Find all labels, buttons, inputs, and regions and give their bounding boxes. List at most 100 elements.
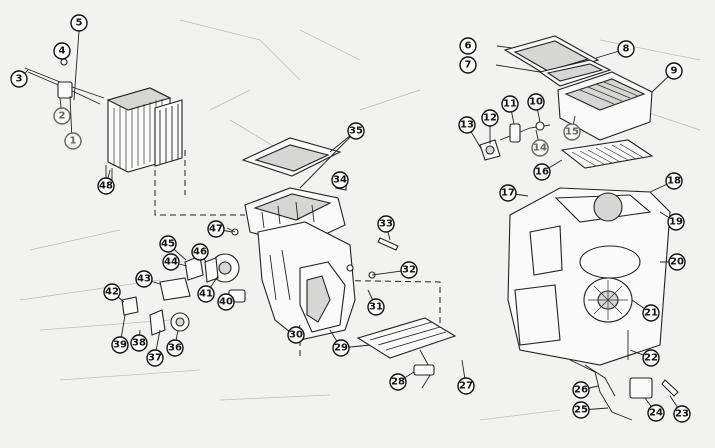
callout-15-label: 15	[565, 127, 579, 138]
callout-1-label: 1	[70, 136, 77, 147]
callout-9-label: 9	[671, 66, 678, 77]
callout-2: 2	[53, 107, 71, 125]
callout-14-label: 14	[533, 143, 547, 154]
callout-25-label: 25	[574, 405, 588, 416]
callout-48-label: 48	[99, 181, 113, 192]
callout-48: 48	[97, 177, 115, 195]
callout-29-label: 29	[334, 343, 348, 354]
filter-door-seals	[503, 35, 612, 87]
callout-28-label: 28	[391, 377, 405, 388]
callout-37: 37	[146, 349, 164, 367]
callout-21-label: 21	[644, 308, 658, 319]
callouts: 1 2 3 4 5 6 7 8 9 10 11 12 13 14 15 16 1…	[10, 14, 691, 423]
callout-16-label: 16	[535, 167, 549, 178]
callout-24: 24	[647, 404, 665, 422]
callout-13: 13	[458, 116, 476, 134]
callout-5: 5	[70, 14, 88, 32]
callout-34: 34	[331, 171, 349, 189]
callout-35: 35	[347, 122, 365, 140]
callout-33: 33	[377, 215, 395, 233]
callout-45: 45	[159, 235, 177, 253]
callout-12: 12	[481, 109, 499, 127]
callout-10: 10	[527, 93, 545, 111]
callout-11: 11	[501, 95, 519, 113]
callout-23-label: 23	[675, 409, 689, 420]
callout-2-label: 2	[59, 111, 66, 122]
callout-15: 15	[563, 123, 581, 141]
callout-20: 20	[668, 253, 686, 271]
callout-22: 22	[642, 349, 660, 367]
callout-43: 43	[135, 270, 153, 288]
callout-33-label: 33	[379, 219, 393, 230]
callout-42: 42	[103, 283, 121, 301]
callout-44: 44	[162, 253, 180, 271]
callout-41: 41	[197, 285, 215, 303]
main-housing	[257, 221, 356, 341]
callout-37-label: 37	[148, 353, 162, 364]
callout-3: 3	[10, 70, 28, 88]
callout-27: 27	[457, 377, 475, 395]
blend-door-actuators	[121, 253, 246, 336]
callout-30-label: 30	[289, 330, 303, 341]
callout-44-label: 44	[164, 257, 178, 268]
background-ghost-lines	[19, 19, 701, 421]
heater-core	[105, 87, 183, 184]
callout-39: 39	[111, 336, 129, 354]
callout-19-label: 19	[669, 217, 683, 228]
callout-45-label: 45	[161, 239, 175, 250]
callout-26-label: 26	[574, 385, 588, 396]
callout-17: 17	[499, 184, 517, 202]
callout-28: 28	[389, 373, 407, 391]
callout-36: 36	[166, 339, 184, 357]
callout-22-label: 22	[644, 353, 658, 364]
callout-39-label: 39	[113, 340, 127, 351]
callout-38: 38	[130, 334, 148, 352]
callout-11-label: 11	[503, 99, 517, 110]
callout-43-label: 43	[137, 274, 151, 285]
callout-21: 21	[642, 304, 660, 322]
callout-7: 7	[459, 56, 477, 74]
callout-3-label: 3	[16, 74, 23, 85]
callout-16: 16	[533, 163, 551, 181]
callout-31-label: 31	[369, 302, 383, 313]
callout-18-label: 18	[667, 176, 681, 187]
callout-40: 40	[217, 293, 235, 311]
callout-31: 31	[367, 298, 385, 316]
callout-4: 4	[53, 42, 71, 60]
callout-23: 23	[673, 405, 691, 423]
cabin-filter-16	[560, 139, 654, 169]
callout-47: 47	[207, 220, 225, 238]
callout-42-label: 42	[105, 287, 119, 298]
callout-46-label: 46	[193, 247, 207, 258]
callout-6-label: 6	[465, 41, 472, 52]
expansion-valve-lines	[24, 58, 105, 105]
callout-32: 32	[400, 261, 418, 279]
callout-19: 19	[667, 213, 685, 231]
callout-38-label: 38	[132, 338, 146, 349]
callout-34-label: 34	[333, 175, 347, 186]
blower-housing	[507, 187, 671, 366]
callout-26: 26	[572, 381, 590, 399]
callout-35-label: 35	[349, 126, 363, 137]
callout-17-label: 17	[501, 188, 515, 199]
callout-7-label: 7	[465, 60, 472, 71]
callout-4-label: 4	[59, 46, 66, 57]
callout-29: 29	[332, 339, 350, 357]
callout-18: 18	[665, 172, 683, 190]
callout-1: 1	[64, 132, 82, 150]
callout-14: 14	[531, 139, 549, 157]
callout-30: 30	[287, 326, 305, 344]
callout-32-label: 32	[402, 265, 416, 276]
callout-24-label: 24	[649, 408, 663, 419]
evaporator-28	[356, 317, 457, 389]
callout-27-label: 27	[459, 381, 473, 392]
callout-8-label: 8	[623, 44, 630, 55]
callout-25: 25	[572, 401, 590, 419]
callout-12-label: 12	[483, 113, 497, 124]
callout-40-label: 40	[219, 297, 233, 308]
callout-9: 9	[665, 62, 683, 80]
callout-5-label: 5	[76, 18, 83, 29]
callout-8: 8	[617, 40, 635, 58]
callout-20-label: 20	[670, 257, 684, 268]
callout-10-label: 10	[529, 97, 543, 108]
